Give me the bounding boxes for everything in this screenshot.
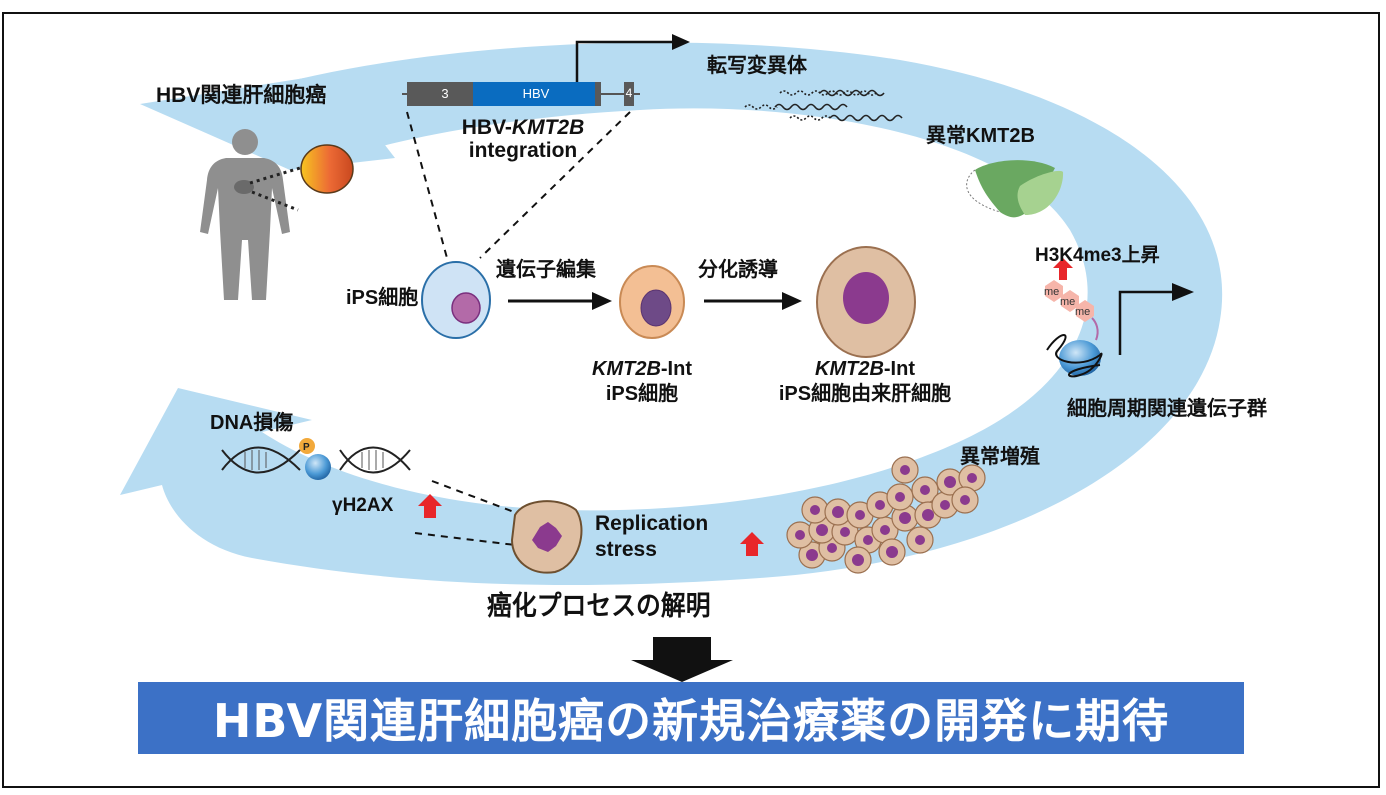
- cell-nucleus: [855, 510, 865, 520]
- label-abnormal-kmt2b: 異常KMT2B: [926, 125, 1035, 147]
- up-arrow-icon: [740, 532, 764, 556]
- label-ips-cell: iPS細胞: [346, 287, 419, 309]
- histone-h2ax-icon: [305, 454, 331, 480]
- me-mark-2: me: [1060, 296, 1075, 308]
- cell-nucleus: [922, 509, 934, 521]
- cell-nucleus: [895, 492, 905, 502]
- cell-nucleus: [832, 506, 844, 518]
- integration-prefix: HBV-: [461, 116, 512, 139]
- dashed-line: [479, 111, 631, 259]
- arrow-gene-editing: [592, 292, 612, 310]
- cell-nucleus: [880, 525, 890, 535]
- kmt2b-int-suffix: -Int: [660, 358, 692, 380]
- stressed-cell-icon: [510, 500, 583, 574]
- conclusion-banner: HBV関連肝細胞癌の新規治療薬の開発に期待: [138, 682, 1244, 754]
- up-arrow-icon: [418, 494, 442, 518]
- cell-nucleus: [920, 485, 930, 495]
- cycle-arrow-band: [120, 42, 1223, 586]
- kmt2b-gene-name: KMT2B: [815, 358, 884, 380]
- dna-helix-icon: [221, 446, 411, 474]
- label-abnormal-proliferation: 異常増殖: [960, 446, 1040, 468]
- phospho-label: P: [303, 442, 310, 453]
- down-arrow-icon: [631, 637, 733, 682]
- me-mark-3: me: [1075, 306, 1090, 318]
- exon-4-label: 4: [625, 86, 633, 100]
- exon-3-label: 3: [441, 86, 449, 101]
- cell-nucleus: [810, 505, 820, 515]
- stress-word: stress: [595, 538, 657, 562]
- label-elucidation: 癌化プロセスの解明: [487, 591, 711, 622]
- gene-activation-arrow: [1118, 290, 1175, 355]
- methylation-marks: [1045, 280, 1094, 322]
- kmt2b-gene-name: KMT2B: [592, 358, 661, 380]
- label-gene-editing: 遺伝子編集: [496, 259, 596, 281]
- cell-nucleus: [852, 554, 864, 566]
- label-gamma-h2ax: γH2AX: [332, 495, 394, 516]
- me-mark-1: me: [1044, 286, 1059, 298]
- hbv-insert-label: HBV: [522, 86, 550, 101]
- hbv-insert-block: [473, 82, 595, 106]
- phospho-badge-icon: [299, 438, 315, 454]
- label-differentiation: 分化誘導: [698, 259, 778, 281]
- hepatocyte-text: iPS細胞由来肝細胞: [778, 383, 952, 405]
- cell-nucleus: [940, 500, 950, 510]
- human-silhouette-icon: [200, 129, 290, 300]
- integration-word: integration: [468, 139, 578, 163]
- exon-4-block: [624, 82, 634, 106]
- cell-nucleus: [863, 535, 873, 545]
- arrow-differentiation: [782, 292, 802, 310]
- cell-nucleus: [827, 543, 837, 553]
- exon-3-block: [407, 82, 473, 106]
- cell-nucleus: [944, 476, 956, 488]
- cell-nucleus: [875, 500, 885, 510]
- gene-construct: [402, 34, 690, 106]
- label-h3k4me3: H3K4me3上昇: [1035, 245, 1160, 266]
- transcription-arrow: [575, 40, 675, 82]
- cell-nucleus: [900, 465, 910, 475]
- cell-nucleus: [899, 512, 911, 524]
- up-arrow-icon: [1053, 258, 1073, 280]
- cell-nucleus: [795, 530, 805, 540]
- replication-word: Replication: [595, 512, 709, 535]
- cell-nucleus: [886, 546, 898, 558]
- kmt2b-int-suffix: -Int: [883, 358, 915, 380]
- cell-nucleus: [806, 549, 818, 561]
- label-dna-damage: DNA損傷: [210, 412, 294, 434]
- abnormal-proliferation-cluster: [786, 456, 986, 574]
- cell-nucleus: [840, 527, 850, 537]
- liver-icon: [234, 180, 254, 194]
- nucleosome-icon: [1046, 317, 1103, 378]
- cell-nucleus: [816, 524, 828, 536]
- label-kmt2b-int-ips: KMT2B-Int iPS細胞: [572, 357, 712, 407]
- label-transcript-variants: 転写変異体: [707, 55, 807, 77]
- abnormal-kmt2b-icon: [966, 160, 1064, 218]
- label-cell-cycle-genes: 細胞周期関連遺伝子群: [1067, 398, 1267, 420]
- integration-label: HBV-KMT2B integration: [438, 116, 608, 162]
- kmt2b-int-ips-cell-icon: [619, 265, 685, 339]
- cell-nucleus: [915, 535, 925, 545]
- ips-cell-icon: [421, 261, 491, 339]
- label-hbv-hcc: HBV関連肝細胞癌: [156, 84, 327, 107]
- label-replication-stress: Replication stress: [595, 511, 708, 564]
- transcript-variants-icon: [744, 89, 903, 122]
- ips-cell-text: iPS細胞: [605, 383, 679, 405]
- hepatocyte-icon: [816, 246, 916, 358]
- cell-nucleus: [960, 495, 970, 505]
- tumor-icon: [300, 144, 354, 194]
- cell-nucleus: [967, 473, 977, 483]
- label-kmt2b-int-hepatocyte: KMT2B-Int iPS細胞由来肝細胞: [750, 357, 980, 407]
- integration-gene: KMT2B: [511, 116, 585, 139]
